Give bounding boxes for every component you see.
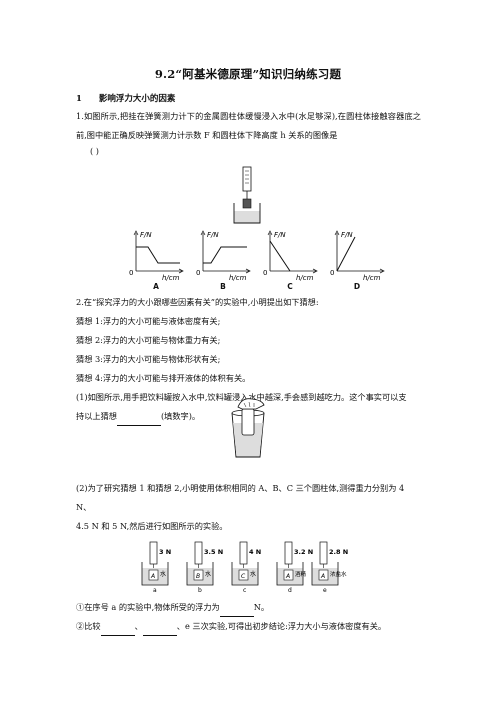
setup-a-reading: 3 N [159,548,171,556]
setup-b-object: B [196,573,200,580]
sub-question-2-prefix: ②比较 [76,621,101,631]
part-2-block: (2)为了研究猜想 1 和猜想 2,小明使用体积相同的 A、B、C 三个圆柱体,… [76,479,421,536]
setup-a-liquid: 水 [160,570,166,578]
sub-questions: ①在序号 a 的实验中,物体所受的浮力为 N。 ②比较 、 、e 三次实验,可得出初步… [76,598,421,636]
sub-question-2: ②比较 、 、e 三次实验,可得出初步结论:浮力大小与液体密度有关。 [76,617,421,636]
sub-question-2-suffix: 、e 三次实验,可得出初步结论:浮力大小与液体密度有关。 [176,621,387,631]
setup-a-label: a [153,587,157,592]
graph-a-line [136,246,180,264]
metal-cylinder [242,198,252,209]
setup-e-reading: 2.8 N [329,548,348,556]
setup-c: 4 N C 水 c [231,541,261,592]
answer-blank-guess[interactable] [116,415,161,426]
graph-b: F/N 0 h/cm [196,230,251,282]
graph-d-ylabel: F/N [341,231,353,239]
graph-c-label: C [287,282,293,291]
guess-1: 猜想 1:浮力的大小可能与液体密度有关; [76,316,221,326]
graph-b-ylabel: F/N [207,231,219,239]
graph-a-xlabel: h/cm [162,274,180,282]
question-1-answer-bracket: ( ) [90,146,99,156]
hand [237,398,265,410]
section-heading: 1 影响浮力大小的因素 [76,92,175,104]
graph-d-xlabel: h/cm [363,274,381,282]
part-1-suffix: (填数字)。 [160,411,201,421]
water [233,423,263,457]
part-1-line-1: (1)如图所示,用手把饮料罐按入水中,饮料罐浸入水中越深,手会感到越吃力。这个事… [76,392,407,402]
graph-a-label: A [153,282,159,291]
setup-c-reading: 4 N [249,548,261,556]
part-2-line-2: 4.5 N 和 5 N,然后进行如图所示的实验。 [76,521,228,531]
graph-b-origin: 0 [196,269,200,277]
setup-a-object: A [150,573,155,580]
graph-b-xlabel: h/cm [229,274,247,282]
sub-question-1-unit: N。 [253,602,270,612]
setup-b-liquid: 水 [205,570,211,578]
setup-b: 3.5 N B 水 b [186,541,223,592]
setup-e: 2.8 N A 浓盐水 e [311,541,348,592]
sub-question-1: ①在序号 a 的实验中,物体所受的浮力为 N。 [76,598,421,617]
graph-c-xlabel: h/cm [296,274,314,282]
graph-d-origin: 0 [330,269,334,277]
setup-e-object: A [320,573,325,580]
question-1-text: 1.如图所示,把挂在弹簧测力计下的金属圆柱体缓慢浸入水中(水足够深),在圆柱体接… [76,111,421,140]
setup-c-object: C [241,573,246,580]
part-1-line-2: 持以上猜想 (填数字)。 [76,407,421,426]
section-number: 1 [76,94,82,104]
experiment-setups: 3 N A 水 a 3.5 N B 水 b 4 N C 水 c 3.2 N A … [141,541,348,592]
sub-question-2-sep: 、 [134,621,143,631]
graph-d-label: D [353,282,361,291]
question-2-intro: 2.在“探究浮力的大小跟哪些因素有关”的实验中,小明提出如下猜想: [76,297,319,307]
setup-d-label: d [288,587,292,592]
graph-c-origin: 0 [263,269,267,277]
setup-c-label: c [243,587,246,592]
setup-b-label: b [198,587,202,592]
part-1-text: 持以上猜想 [76,411,117,421]
drink-can [241,408,255,436]
setup-d: 3.2 N A 酒精 d [276,541,313,592]
section-title: 影响浮力大小的因素 [98,94,176,104]
can-in-water-figure [231,398,265,458]
guess-2: 猜想 2:浮力的大小可能与物体重力有关; [76,335,221,345]
graph-b-label: B [220,282,226,291]
graph-d-line [336,236,356,272]
setup-a: 3 N A 水 a [141,541,171,592]
graph-a-origin: 0 [129,269,133,277]
setup-d-reading: 3.2 N [294,548,313,556]
water [234,211,260,223]
answer-blank-buoyancy[interactable] [219,606,254,617]
spring-scale-apparatus [233,166,261,224]
question-2-block: 2.在“探究浮力的大小跟哪些因素有关”的实验中,小明提出如下猜想: 猜想 1:浮… [76,293,421,426]
setup-d-object: A [285,573,290,580]
setup-d-liquid: 酒精 [295,570,307,578]
graph-c-ylabel: F/N [274,231,286,239]
graph-c-line [269,240,291,272]
answer-blank-compare-1[interactable] [100,625,135,636]
guess-3: 猜想 3:浮力的大小可能与物体形状有关; [76,354,221,364]
beaker [233,203,261,224]
graph-a: F/N 0 h/cm [129,230,184,282]
graph-c: F/N 0 h/cm [263,230,318,282]
page-title: 9.2“阿基米德原理”知识归纳练习题 [154,67,342,81]
graph-b-line [203,246,247,264]
setup-e-label: e [323,587,327,592]
graph-a-ylabel: F/N [140,231,152,239]
sub-question-1-text: ①在序号 a 的实验中,物体所受的浮力为 [76,602,220,612]
setup-c-liquid: 水 [250,570,256,578]
answer-blank-compare-2[interactable] [142,625,177,636]
graph-d: F/N 0 h/cm [330,230,385,282]
guess-4: 猜想 4:浮力的大小可能与排开液体的体积有关。 [76,373,251,383]
part-2-line-1: (2)为了研究猜想 1 和猜想 2,小明使用体积相同的 A、B、C 三个圆柱体,… [76,483,405,512]
setup-e-liquid: 浓盐水 [330,570,347,578]
setup-b-reading: 3.5 N [204,548,223,556]
